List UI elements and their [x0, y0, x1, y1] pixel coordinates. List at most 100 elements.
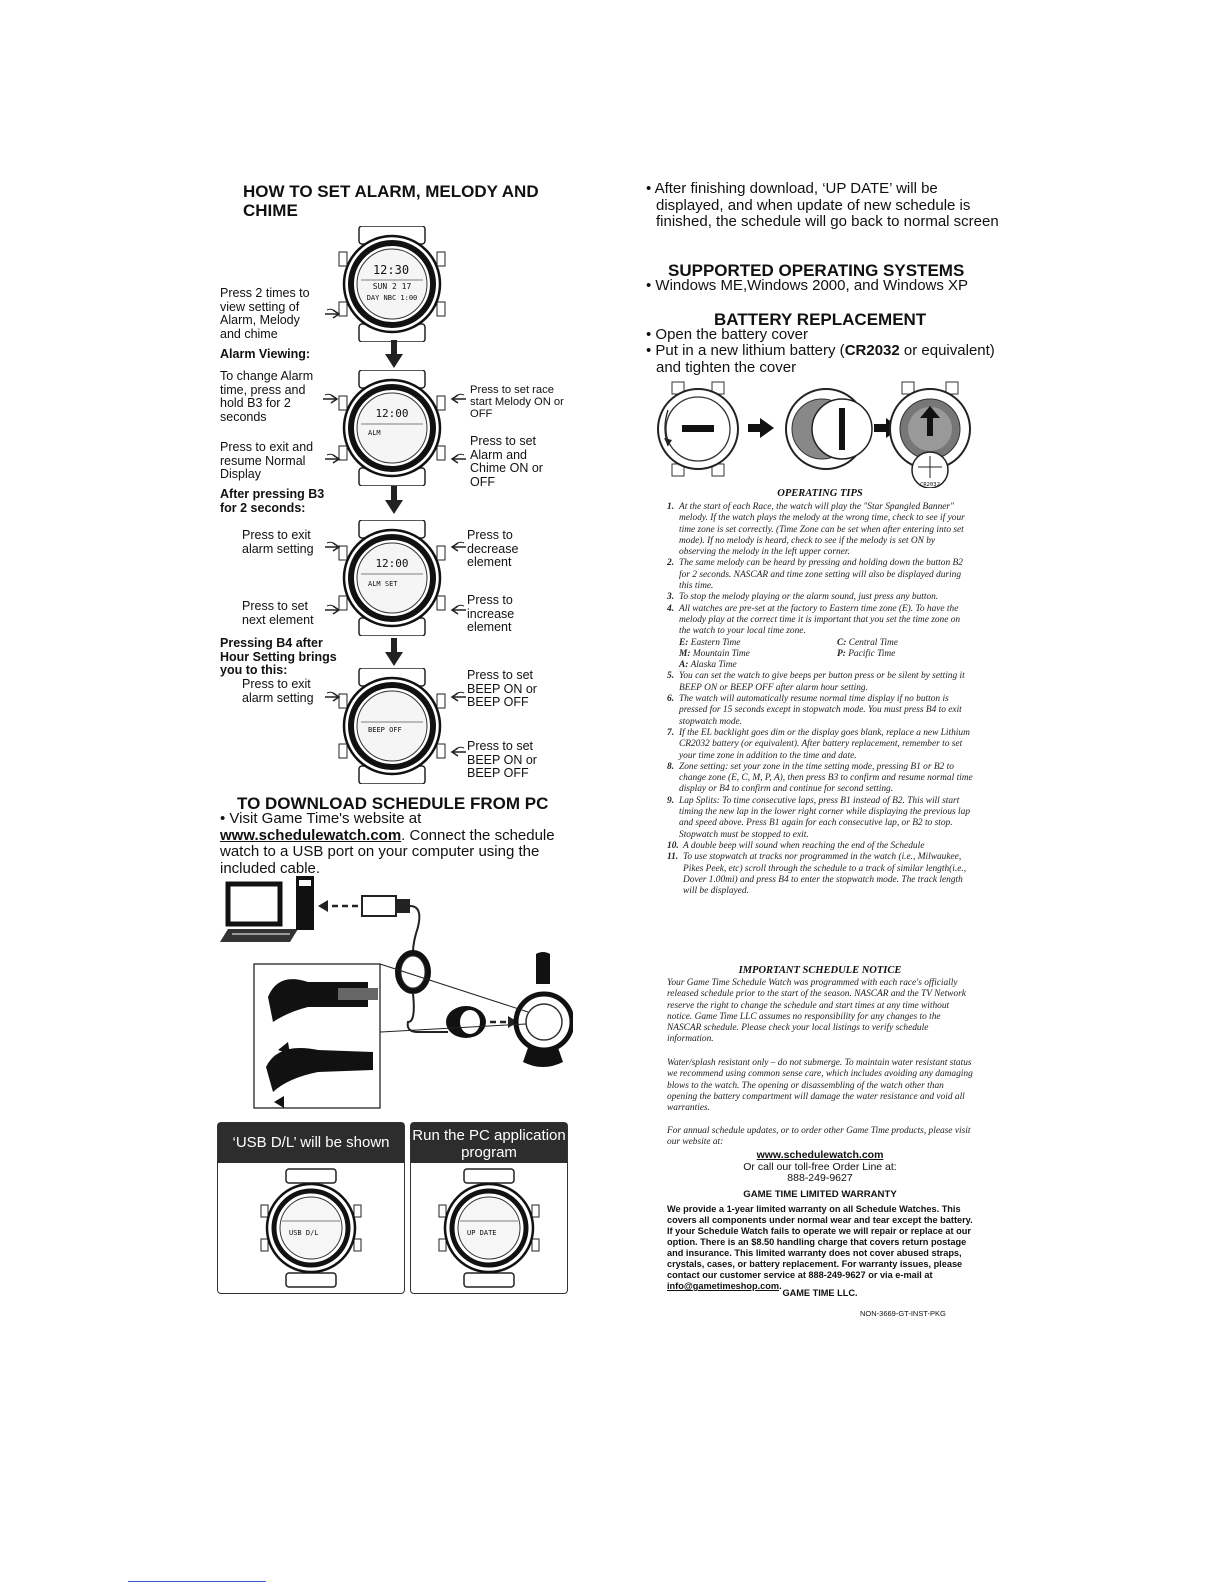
part-number: NON-3669-GT-INST-PKG: [860, 1309, 946, 1318]
bullet: •: [646, 180, 655, 197]
watch-illustration-beep: BEEP OFF: [338, 668, 446, 784]
warranty-email-link[interactable]: info@gametimeshop.com: [667, 1281, 780, 1291]
update-screen-text: UP DATE: [467, 1229, 497, 1237]
tip-text: Zone setting: set your zone in the time …: [679, 761, 973, 795]
bullet: •: [220, 810, 230, 827]
download-post: . Connect the schedule watch to a USB po…: [220, 826, 555, 877]
os-text: • Windows ME,Windows 2000, and Windows X…: [646, 277, 969, 295]
watch2-time: 12:00: [375, 407, 408, 420]
tip-text: To stop the melody playing or the alarm …: [679, 592, 939, 603]
contact-block: www.schedulewatch.com Or call our toll-f…: [667, 1149, 973, 1200]
change-alarm-text: To change Alarm time, press and hold B3 …: [220, 369, 314, 424]
order-line: Or call our toll-free Order Line at:: [743, 1160, 897, 1173]
watch2-mode: ALM: [368, 429, 381, 437]
watch1-race: DAY NBC 1:00: [367, 294, 418, 302]
bullet: •: [646, 326, 656, 343]
tip-number: 4.: [667, 603, 675, 614]
company-name: GAME TIME LLC.: [782, 1288, 858, 1298]
after-pressing-title: After pressing B3 for 2 seconds:: [220, 487, 325, 515]
exit-resume-text: Press to exit and resume Normal Display: [220, 440, 314, 481]
usb-dl-panel: ‘USB D/L’ will be shown USB D/L: [217, 1122, 405, 1294]
watch1-time: 12:30: [373, 263, 409, 277]
zone-name: Central Time: [848, 637, 898, 648]
website-link[interactable]: www.schedulewatch.com: [220, 826, 402, 844]
tip-item: 5. You can set the watch to give beeps pe…: [667, 671, 973, 694]
zone-code: E:: [679, 637, 689, 648]
tip-item: 10. A double beep will sound when reachin…: [667, 841, 973, 852]
zone-code: A:: [679, 660, 689, 671]
arrow-down-icon: [385, 486, 403, 514]
zone-name: Eastern Time: [690, 637, 741, 648]
finger-press-icon: [450, 746, 466, 757]
set-alarm-chime-text: Press to set Alarm and Chime ON or OFF: [470, 434, 543, 489]
zone-name: Mountain Time: [692, 648, 750, 659]
zone-name: Alaska Time: [690, 660, 737, 671]
time-zone-list: E: Eastern Time C: Central Time M: Mount…: [679, 638, 973, 672]
watch-illustration-normal: 12:30 SUN 2 17 DAY NBC 1:00: [338, 226, 446, 342]
tip-item: 8.Zone setting: set your zone in the tim…: [667, 762, 973, 796]
zone-item: E: Eastern Time: [679, 638, 837, 649]
phone-number: 888-249-9627: [787, 1172, 853, 1184]
tip-number: 1.: [667, 502, 675, 512]
tip-text: A double beep will sound when reaching t…: [683, 840, 925, 851]
download-pre: Visit Game Time's website at: [229, 810, 422, 827]
tip-number: 6.: [667, 694, 675, 705]
zone-item: P: Pacific Time: [837, 649, 987, 660]
zone-code: P:: [837, 648, 846, 659]
os-list: Windows ME,Windows 2000, and Windows XP: [655, 277, 969, 294]
finger-press-icon: [325, 604, 341, 615]
after-download-text: • After finishing download, ‘UP DATE’ wi…: [646, 180, 1006, 231]
arrow-down-icon: [385, 340, 403, 368]
tip-number: 9.: [667, 795, 675, 806]
tip-text: All watches are pre-set at the factory t…: [679, 603, 961, 637]
tip-text: The watch will automatically resume norm…: [679, 694, 962, 727]
run-pc-panel: Run the PC application program UP DATE: [410, 1122, 568, 1294]
website-link-2[interactable]: www.schedulewatch.com: [756, 1149, 884, 1161]
tip-number: 10.: [667, 840, 679, 851]
download-text: • Visit Game Time's website at www.sched…: [220, 810, 575, 877]
tip-text: Lap Splits: To time consecutive laps, pr…: [679, 795, 971, 840]
zone-item: C: Central Time: [837, 638, 987, 649]
tip-item: 9. Lap Splits: To time consecutive laps, …: [667, 796, 973, 841]
tip-text: To use stopwatch at tracks nor programme…: [683, 852, 967, 897]
tip-item: 6. The watch will automatically resume no…: [667, 694, 973, 728]
notice-body-1: Your Game Time Schedule Watch was progra…: [667, 978, 966, 1045]
finger-press-icon: [450, 393, 466, 404]
exit-alarm-text: Press to exit alarm setting: [242, 528, 314, 556]
tip-text: If the EL backlight goes dim or the disp…: [679, 727, 970, 761]
tip-text: You can set the watch to give beeps per …: [679, 671, 965, 693]
os-heading: SUPPORTED OPERATING SYSTEMS: [668, 261, 965, 280]
increase-text: Press to increase element: [467, 593, 515, 634]
battery-step-2-post: or equivalent) and tighten the cover: [656, 342, 995, 376]
tip-number: 3.: [667, 592, 675, 603]
battery-badge: CR2032: [920, 482, 940, 488]
finger-press-icon: [450, 541, 466, 552]
warranty-text: We provide a 1-year limited warranty on …: [667, 1204, 973, 1280]
tip-text: The same melody can be heard by pressing…: [679, 558, 963, 592]
tip-item: 7.If the EL backlight goes dim or the di…: [667, 728, 973, 762]
tip-number: 2.: [667, 558, 675, 569]
warranty-text-end: .: [779, 1281, 782, 1291]
battery-step-2: • Put in a new lithium battery (CR2032 o…: [646, 342, 1006, 376]
zone-item: M: Mountain Time: [679, 649, 837, 660]
finger-press-icon: [323, 393, 339, 404]
beep-text-2: Press to set BEEP ON or BEEP OFF: [467, 739, 537, 780]
usb-screen-text: USB D/L: [289, 1229, 319, 1237]
download-heading: TO DOWNLOAD SCHEDULE FROM PC: [237, 794, 549, 813]
beep-text-1: Press to set BEEP ON or BEEP OFF: [467, 668, 537, 709]
tip-item: 11.To use stopwatch at tracks nor progra…: [667, 852, 973, 897]
finger-press-icon: [450, 453, 466, 464]
warranty-heading: GAME TIME LIMITED WARRANTY: [743, 1188, 897, 1200]
tips-list: 1. At the start of each Race, the watch w…: [667, 502, 973, 897]
race-melody-text: Press to set race start Melody ON or OFF: [470, 384, 564, 420]
watch3-mode: ALM SET: [368, 580, 398, 588]
notice-heading: IMPORTANT SCHEDULE NOTICE: [738, 965, 902, 976]
notice-body-3: For annual schedule updates, or to order…: [667, 1126, 971, 1148]
tip-text: At the start of each Race, the watch wil…: [679, 502, 965, 558]
battery-heading: BATTERY REPLACEMENT: [714, 310, 927, 329]
tip-item: 4. All watches are pre-set at the factory…: [667, 604, 973, 638]
decrease-text: Press to decrease element: [467, 528, 519, 569]
tip-number: 5.: [667, 671, 675, 682]
usb-connection-illustration: [220, 876, 573, 1109]
watch-illustration-usb: USB D/L: [260, 1168, 362, 1288]
